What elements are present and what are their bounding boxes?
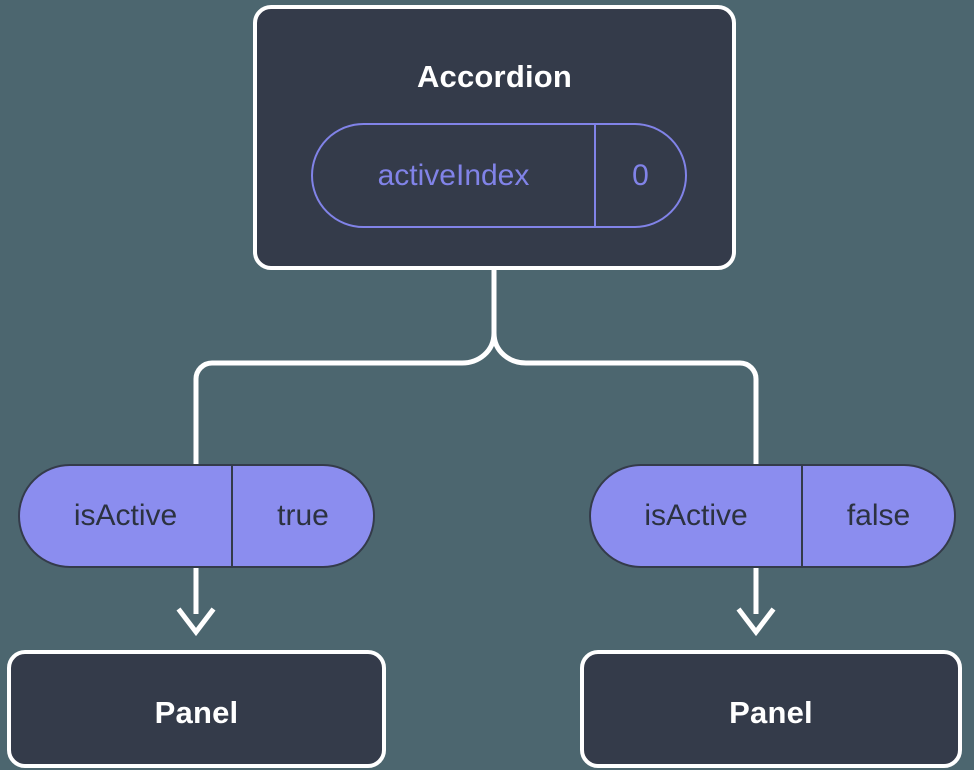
prop-pill-value: false — [846, 499, 911, 532]
arrowhead-right — [736, 607, 776, 637]
connector-branch-left — [193, 332, 497, 466]
node-panel-right-label: Panel — [729, 695, 813, 730]
state-pill-key: activeIndex — [313, 125, 596, 226]
connector-branch-right — [491, 332, 759, 466]
prop-pill-key: isActive — [20, 466, 233, 566]
state-pill-value: 0 — [632, 158, 649, 192]
node-panel-right[interactable]: Panel — [580, 650, 962, 768]
node-accordion[interactable]: Accordion activeIndex 0 — [253, 5, 736, 270]
node-panel-left[interactable]: Panel — [7, 650, 386, 768]
arrowhead-left — [176, 607, 216, 637]
node-accordion-label: Accordion — [416, 59, 573, 94]
prop-pill-key: isActive — [591, 466, 803, 566]
prop-pill-is-active-false[interactable]: isActive false — [589, 464, 956, 568]
prop-pill-value: true — [277, 499, 329, 532]
state-pill-active-index[interactable]: activeIndex 0 — [311, 123, 687, 228]
node-panel-left-label: Panel — [154, 695, 239, 730]
prop-pill-is-active-true[interactable]: isActive true — [18, 464, 375, 568]
